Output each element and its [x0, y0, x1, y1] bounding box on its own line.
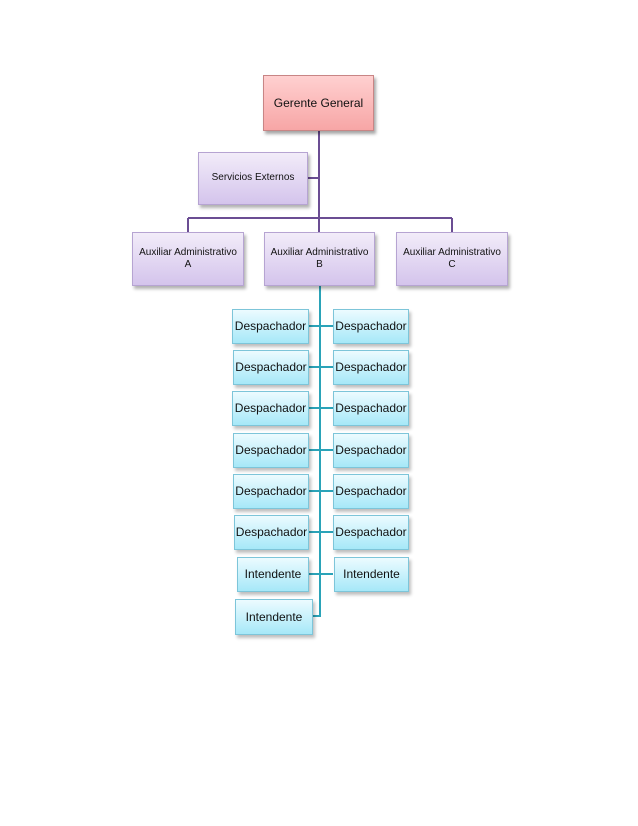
left-staff-label-3: Despachador [234, 401, 307, 415]
right-staff-label-4: Despachador [335, 443, 407, 457]
left-staff-box-4: Despachador [233, 433, 309, 468]
auxiliar-b-box: Auxiliar Administrativo B [264, 232, 375, 286]
auxiliar-c-box: Auxiliar Administrativo C [396, 232, 508, 286]
servicios-externos-box: Servicios Externos [198, 152, 308, 205]
left-staff-label-4: Despachador [235, 443, 307, 457]
right-staff-box-2: Despachador [333, 350, 409, 385]
right-staff-box-6: Despachador [333, 515, 409, 550]
auxiliar-c-label: Auxiliar Administrativo C [403, 246, 501, 271]
left-staff-label-5: Despachador [235, 484, 307, 498]
left-staff-box-8: Intendente [235, 599, 313, 635]
gerente-general-label: Gerente General [273, 95, 364, 110]
left-staff-label-7: Intendente [244, 567, 302, 581]
left-staff-box-3: Despachador [232, 391, 309, 426]
left-staff-label-1: Despachador [234, 319, 307, 333]
right-staff-box-5: Despachador [333, 474, 409, 509]
right-staff-label-2: Despachador [335, 360, 407, 374]
right-staff-label-5: Despachador [335, 484, 407, 498]
servicios-externos-label: Servicios Externos [211, 172, 295, 184]
left-staff-label-6: Despachador [235, 525, 308, 539]
gerente-general-box: Gerente General [263, 75, 374, 131]
left-staff-label-2: Despachador [235, 360, 307, 374]
right-staff-label-7: Intendente [343, 567, 400, 581]
right-staff-box-7: Intendente [334, 557, 409, 592]
left-staff-box-6: Despachador [234, 515, 309, 550]
left-staff-box-2: Despachador [233, 350, 309, 385]
auxiliar-a-label: Auxiliar Administrativo A [139, 246, 237, 271]
right-staff-label-6: Despachador [335, 525, 407, 539]
auxiliar-a-box: Auxiliar Administrativo A [132, 232, 244, 286]
auxiliar-b-label: Auxiliar Administrativo B [270, 246, 369, 271]
left-staff-box-5: Despachador [233, 474, 309, 509]
left-staff-box-1: Despachador [232, 309, 309, 344]
right-staff-label-1: Despachador [335, 319, 407, 333]
right-staff-box-3: Despachador [333, 391, 409, 426]
right-staff-box-4: Despachador [333, 433, 409, 468]
left-staff-label-8: Intendente [245, 609, 303, 624]
right-staff-label-3: Despachador [335, 401, 407, 415]
right-staff-box-1: Despachador [333, 309, 409, 344]
left-staff-box-7: Intendente [237, 557, 309, 592]
